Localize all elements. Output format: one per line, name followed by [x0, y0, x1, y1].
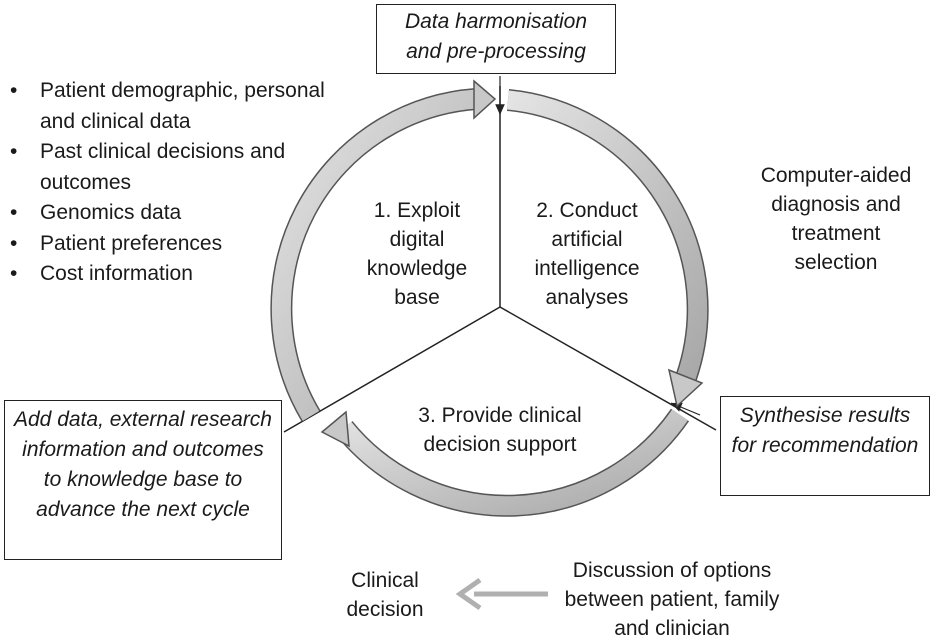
input-data-list: Patient demographic, personal and clinic…	[10, 76, 340, 290]
divider-line-left	[283, 306, 501, 433]
list-item: Patient demographic, personal and clinic…	[10, 76, 340, 137]
segment-3-label: 3. Provide clinical decision support	[418, 404, 582, 456]
list-item: Genomics data	[10, 198, 340, 229]
segment-2-label: 2. Conduct artificial intelligence analy…	[534, 199, 640, 309]
box-add-data: Add data, external research information …	[4, 400, 282, 560]
computer-aided-diagnosis-text: Computer-aided diagnosis and treatment s…	[760, 164, 912, 274]
list-item: Past clinical decisions and outcomes	[10, 137, 340, 198]
cycle-arrow-3	[320, 408, 690, 517]
cycle-arrow-2	[506, 89, 709, 408]
discussion-options-label: Discussion of options between patient, f…	[564, 559, 780, 640]
box-data-harmonisation: Data harmonisation and pre-processing	[376, 4, 616, 74]
decision-arrow	[455, 577, 548, 611]
list-item: Patient preferences	[10, 229, 340, 260]
box-synthesise-results: Synthesise results for recommendation	[720, 396, 930, 496]
list-item: Cost information	[10, 259, 340, 290]
segment-1-label: 1. Exploit digital knowledge base	[366, 199, 468, 309]
clinical-decision-label: Clinical decision	[346, 569, 424, 621]
